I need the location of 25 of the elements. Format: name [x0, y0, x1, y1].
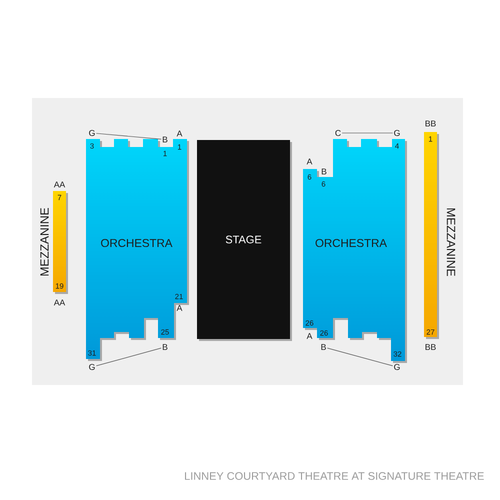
row-letter: AA	[54, 300, 66, 306]
caption: LINNEY COURTYARD THEATRE AT SIGNATURE THEATRE	[185, 472, 484, 480]
row-letter: B	[162, 136, 168, 142]
row-letter: A	[176, 305, 182, 311]
connector-line	[96, 133, 162, 140]
row-letter: A	[306, 333, 312, 339]
row-letter: B	[322, 168, 326, 174]
row-letter: BB	[426, 344, 436, 350]
row-letter: B	[321, 344, 326, 350]
row-letter: A	[176, 130, 182, 136]
section-label: MEZZANINE	[40, 208, 49, 276]
row-letter: C	[335, 130, 341, 136]
row-letter: G	[394, 364, 400, 370]
connector-line	[327, 348, 394, 366]
section-label: MEZZANINE	[446, 208, 456, 276]
row-letter: G	[89, 130, 95, 136]
row-letter: AA	[54, 182, 66, 188]
row-letter: G	[394, 130, 400, 136]
connector-line	[96, 348, 162, 366]
row-letter: BB	[426, 120, 436, 126]
row-letter: G	[89, 364, 95, 370]
row-letter: B	[162, 344, 168, 350]
row-letter: A	[306, 158, 312, 164]
connector-line	[342, 132, 394, 134]
stage-block: STAGE	[197, 140, 292, 341]
